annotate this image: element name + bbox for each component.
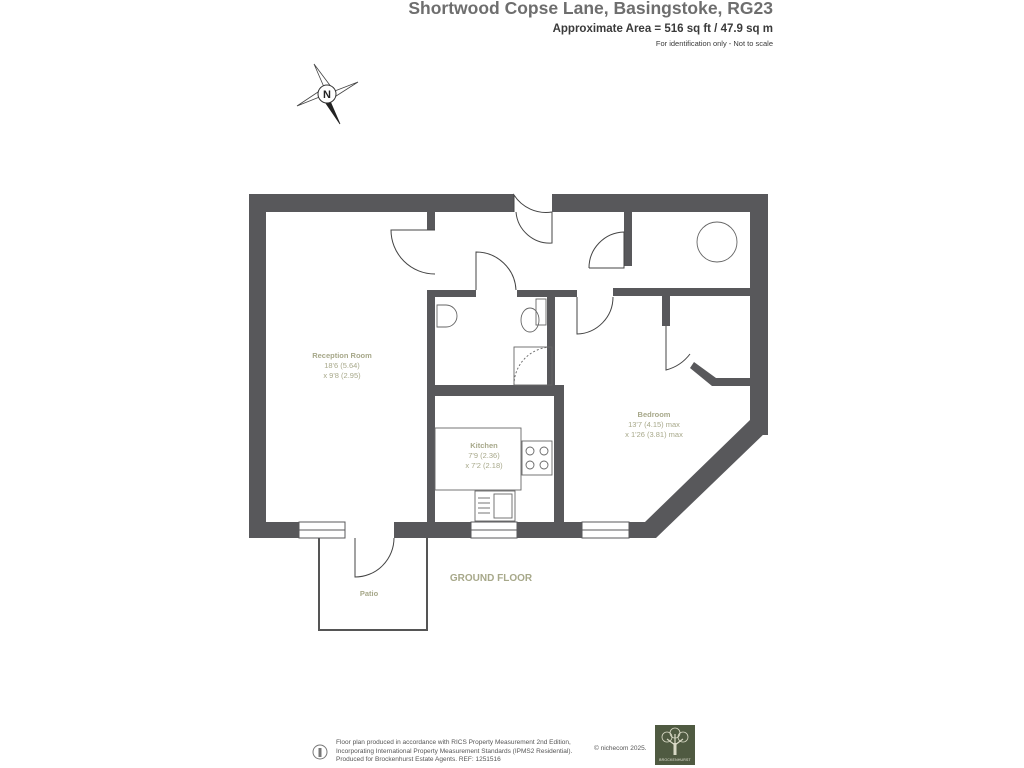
room-name-kitchen: Kitchen bbox=[470, 441, 498, 450]
room-name-patio: Patio bbox=[360, 589, 379, 598]
room-name-reception: Reception Room bbox=[312, 351, 372, 360]
compass-icon: N bbox=[296, 63, 359, 125]
logo-text: BROCKENHURST bbox=[659, 758, 691, 762]
boiler-cylinder-icon bbox=[696, 221, 738, 263]
walls bbox=[249, 194, 768, 538]
identification-note: For identification only - Not to scale bbox=[655, 39, 773, 48]
patio-outline bbox=[318, 538, 428, 631]
worktop bbox=[434, 427, 522, 491]
basin-icon bbox=[436, 304, 458, 328]
room-label-bedroom: Bedroom 13'7 (4.15) max x 1'26 (3.81) ma… bbox=[625, 410, 683, 439]
room-label-kitchen: Kitchen 7'9 (2.36) x 7'2 (2.18) bbox=[465, 441, 503, 470]
room-dim-kitchen-length: 7'9 (2.36) bbox=[468, 451, 500, 460]
compass-north-letter: N bbox=[323, 89, 331, 101]
copyright-text: © nichecom 2025. bbox=[594, 745, 647, 752]
footer-line-2: Incorporating International Property Mea… bbox=[336, 747, 573, 755]
agent-logo: BROCKENHURST bbox=[655, 725, 695, 765]
floor-label: GROUND FLOOR bbox=[450, 573, 533, 584]
room-name-bedroom: Bedroom bbox=[638, 410, 671, 419]
approximate-area: Approximate Area = 516 sq ft / 47.9 sq m bbox=[552, 23, 773, 35]
room-label-reception: Reception Room 18'6 (5.64) x 9'8 (2.95) bbox=[312, 351, 372, 380]
room-dim-reception-width: x 9'8 (2.95) bbox=[323, 371, 361, 380]
footer-line-3: Produced for Brockenhurst Estate Agents.… bbox=[336, 756, 501, 763]
door-swings bbox=[354, 193, 691, 578]
footer-line-1: Floor plan produced in accordance with R… bbox=[336, 739, 571, 746]
hob-icon bbox=[521, 440, 553, 476]
room-dim-kitchen-width: x 7'2 (2.18) bbox=[465, 461, 503, 470]
property-address-title: Shortwood Copse Lane, Basingstoke, RG23 bbox=[408, 0, 773, 18]
footer-disclaimer: Floor plan produced in accordance with R… bbox=[336, 739, 572, 765]
sink-icon bbox=[474, 490, 516, 522]
room-dim-reception-length: 18'6 (5.64) bbox=[324, 361, 360, 370]
fixtures bbox=[434, 221, 738, 522]
header: Shortwood Copse Lane, Basingstoke, RG23 … bbox=[408, 0, 773, 48]
toilet-icon bbox=[520, 298, 547, 333]
tree-icon bbox=[661, 727, 689, 755]
shower-tray-icon bbox=[513, 346, 553, 386]
room-dim-bedroom-width: x 1'26 (3.81) max bbox=[625, 430, 683, 439]
room-dim-bedroom-length: 13'7 (4.15) max bbox=[628, 420, 680, 429]
ipms-badge-icon bbox=[312, 744, 328, 760]
windows bbox=[298, 521, 630, 539]
